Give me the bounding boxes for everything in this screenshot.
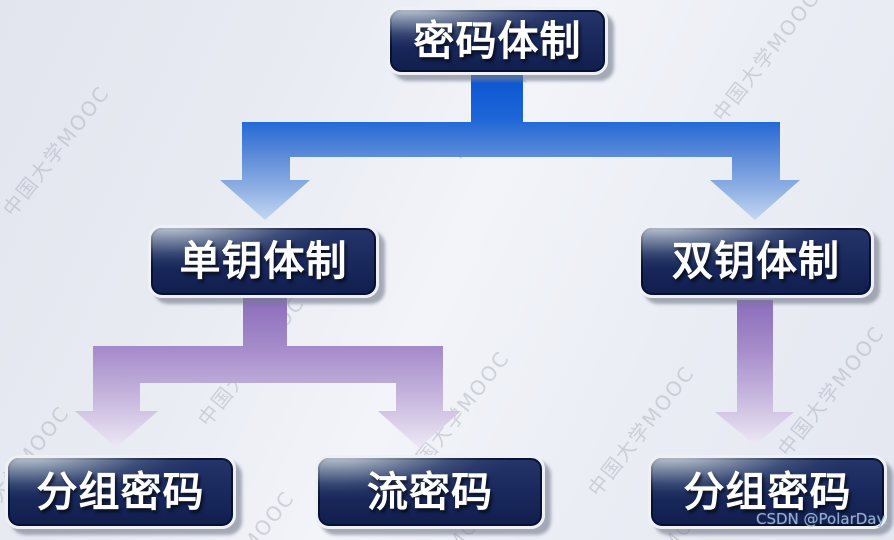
edge-stem <box>243 298 287 347</box>
arrowhead-to-stream-cipher <box>378 411 461 448</box>
node-block-cipher-left: 分组密码 <box>5 455 236 529</box>
edge-bar <box>242 122 780 157</box>
edge-left-arm <box>93 382 140 412</box>
node-label: 分组密码 <box>683 467 852 516</box>
connector-root-to-children <box>220 75 800 220</box>
edge-stem <box>737 300 773 412</box>
node-label: 单钥体制 <box>179 237 348 285</box>
node-label: 双钥体制 <box>672 237 840 285</box>
connector-double-key-to-child <box>715 300 794 445</box>
edge-stem <box>471 75 523 123</box>
node-block-cipher-right: 分组密码 <box>648 455 887 529</box>
connector-single-key-to-children <box>75 298 461 448</box>
edge-bar <box>93 346 443 383</box>
csdn-watermark: CSDN @PolarDay. <box>756 510 888 528</box>
arrowhead-to-block-cipher <box>715 412 794 445</box>
edge-right-arm <box>732 156 780 181</box>
node-double-key-system: 双钥体制 <box>638 225 874 298</box>
node-label: 密码体制 <box>413 16 582 65</box>
node-label: 流密码 <box>367 467 493 516</box>
node-label: 分组密码 <box>36 467 205 516</box>
arrowhead-to-double-key <box>710 180 800 220</box>
edge-left-arm <box>242 156 290 181</box>
edge-right-arm <box>396 382 443 412</box>
arrowhead-to-block-cipher <box>75 411 158 448</box>
mooc-watermark: 中国大学MOOC <box>0 80 115 221</box>
node-single-key-system: 单钥体制 <box>148 225 379 298</box>
node-stream-cipher: 流密码 <box>315 455 545 529</box>
arrowhead-to-single-key <box>220 180 310 220</box>
node-cryptosystem: 密码体制 <box>387 7 608 75</box>
